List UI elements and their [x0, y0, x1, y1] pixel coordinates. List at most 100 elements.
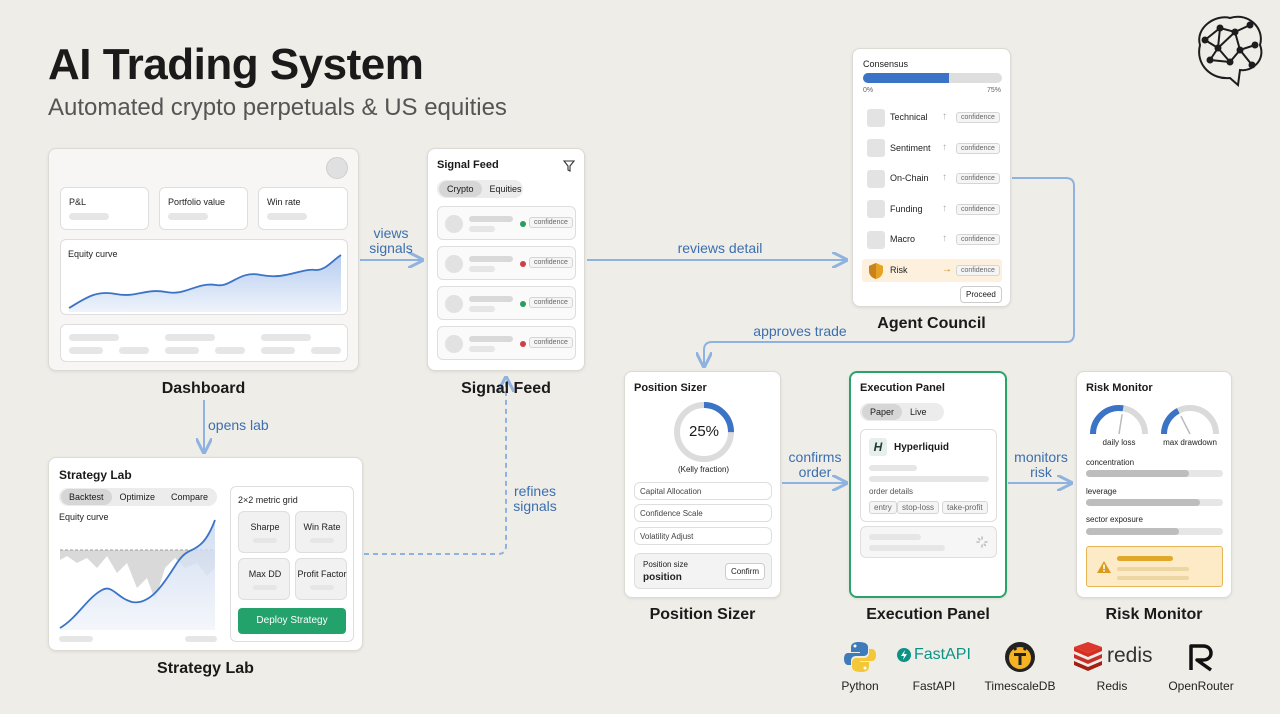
execution-panel-card[interactable]: Execution Panel Paper Live H Hyperliquid…: [849, 371, 1007, 598]
dashboard-card[interactable]: P&L Portfolio value Win rate Equity curv…: [48, 148, 359, 371]
kpi-label: Portfolio value: [168, 197, 226, 207]
signal-row[interactable]: confidence: [437, 326, 576, 360]
backtest-chart: [59, 519, 216, 630]
tab-backtest[interactable]: Backtest: [61, 489, 112, 505]
status-dot: [520, 261, 526, 267]
confidence-badge: confidence: [956, 234, 1000, 245]
hyperliquid-icon: H: [869, 438, 887, 456]
signal-row[interactable]: confidence: [437, 286, 576, 320]
confidence-badge: confidence: [529, 217, 573, 228]
tab-paper[interactable]: Paper: [862, 404, 903, 420]
position-sizer-card[interactable]: Position Sizer 25% (Kelly fraction) Capi…: [624, 371, 781, 598]
avatar[interactable]: [326, 157, 348, 179]
order-tag-stop-loss[interactable]: stop-loss: [897, 501, 940, 514]
flow-label-monitors-risk: monitors risk: [1014, 449, 1068, 480]
metric-grid-panel: 2×2 metric grid Sharpe Win Rate Max DD P…: [230, 486, 354, 642]
scale-max: 75%: [987, 87, 1002, 94]
timescaledb-icon: [1005, 642, 1035, 672]
metric-win-rate: Win Rate: [295, 511, 347, 553]
tab-compare[interactable]: Compare: [171, 492, 209, 502]
capital-allocation-field[interactable]: Capital Allocation: [634, 482, 772, 500]
confidence-badge: confidence: [956, 264, 1000, 276]
confidence-badge: confidence: [529, 297, 573, 308]
agent-icon: [867, 200, 885, 218]
equity-curve-label: Equity curve: [59, 512, 109, 522]
status-dot: [520, 341, 526, 347]
flow-label-reviews-detail: reviews detail: [677, 240, 763, 256]
signal-row[interactable]: confidence: [437, 206, 576, 240]
filter-icon[interactable]: [562, 160, 576, 172]
confidence-badge: confidence: [956, 203, 1000, 215]
signal-feed-card[interactable]: Signal Feed Crypto Equities confidence c…: [427, 148, 585, 371]
leverage-label: leverage: [1086, 487, 1117, 496]
signal-feed-title: Signal Feed: [437, 159, 499, 171]
execution-status-panel: [860, 526, 997, 558]
exchange-name: Hyperliquid: [894, 442, 950, 453]
field-label: Capital Allocation: [640, 487, 702, 496]
scale-min: 0%: [863, 87, 874, 94]
tab-equities[interactable]: Equities: [489, 184, 522, 194]
agent-row-risk[interactable]: Risk → confidence: [862, 258, 1002, 282]
agent-arrow-icon: ↑: [942, 111, 947, 122]
confidence-badge: confidence: [956, 173, 1000, 184]
consensus-bar-track: [863, 73, 1002, 83]
page-subtitle: Automated crypto perpetuals & US equitie…: [48, 94, 507, 121]
strategy-lab-card[interactable]: Strategy Lab Backtest Optimize Compare E…: [48, 457, 363, 651]
position-summary: Position size position Confirm: [634, 553, 772, 589]
dashboard-caption: Dashboard: [161, 380, 246, 397]
confidence-scale-field[interactable]: Confidence Scale: [634, 504, 772, 522]
metric-label: Win Rate: [303, 522, 341, 532]
metric-label: Profit Factor: [297, 569, 347, 579]
status-dot: [520, 221, 526, 227]
agent-name: Funding: [890, 203, 923, 214]
kelly-note: (Kelly fraction): [677, 465, 730, 474]
max-drawdown-gauge: [1161, 405, 1219, 435]
deploy-strategy-button[interactable]: Deploy Strategy: [238, 608, 346, 634]
signal-row[interactable]: confidence: [437, 246, 576, 280]
confidence-badge: confidence: [956, 112, 1000, 123]
strategy-lab-tabs: Backtest Optimize Compare: [59, 488, 217, 506]
agent-row-on-chain[interactable]: On-Chain↑confidence: [862, 167, 1002, 190]
flow-label-confirms-order: confirms order: [788, 449, 842, 480]
metric-max-dd: Max DD: [238, 558, 290, 600]
tab-crypto[interactable]: Crypto: [439, 181, 482, 197]
fastapi-label: FastAPI: [912, 679, 956, 693]
execution-panel-caption: Execution Panel: [866, 606, 990, 623]
order-tag-take-profit[interactable]: take-profit: [942, 501, 988, 514]
sector-exposure-track: [1086, 528, 1223, 535]
agent-row-funding[interactable]: Funding↑confidence: [862, 198, 1002, 221]
risk-monitor-card[interactable]: Risk Monitor daily loss max drawdown con…: [1076, 371, 1232, 598]
agent-icon: [867, 139, 885, 157]
agent-arrow-icon: →: [942, 263, 952, 275]
python-label: Python: [841, 679, 879, 693]
redis-label: Redis: [1096, 679, 1128, 693]
position-sizer-caption: Position Sizer: [649, 606, 756, 623]
metric-grid-title: 2×2 metric grid: [238, 495, 298, 505]
consensus-bar-fill: [863, 73, 950, 83]
fastapi-wordmark: FastAPI: [914, 646, 971, 663]
order-tag-entry[interactable]: entry: [869, 501, 897, 514]
flow-label-opens-lab: opens lab: [208, 417, 269, 433]
loading-spinner-icon: [976, 536, 988, 548]
strategy-lab-title: Strategy Lab: [59, 468, 132, 482]
agent-row-sentiment[interactable]: Sentiment↑confidence: [862, 137, 1002, 160]
tab-optimize[interactable]: Optimize: [119, 492, 156, 502]
tab-live[interactable]: Live: [910, 407, 927, 417]
position-sizer-title: Position Sizer: [634, 382, 707, 394]
confirm-button[interactable]: Confirm: [725, 563, 766, 580]
position-size-label: Position size: [643, 560, 688, 569]
agent-name: Risk: [890, 264, 908, 275]
agent-row-macro[interactable]: Macro↑confidence: [862, 228, 1002, 251]
agent-row-technical[interactable]: Technical↑confidence: [862, 106, 1002, 129]
risk-alert[interactable]: [1086, 546, 1223, 587]
sector-exposure-label: sector exposure: [1086, 515, 1143, 524]
proceed-button[interactable]: Proceed: [960, 286, 1002, 303]
volatility-adjust-field[interactable]: Volatility Adjust: [634, 527, 772, 545]
metric-sharpe: Sharpe: [238, 511, 290, 553]
redis-wordmark: redis: [1107, 644, 1153, 667]
gauge-label: max drawdown: [1163, 438, 1217, 447]
agent-icon: [867, 230, 885, 249]
equity-curve-chart: [68, 254, 342, 312]
position-value: position: [643, 572, 682, 583]
